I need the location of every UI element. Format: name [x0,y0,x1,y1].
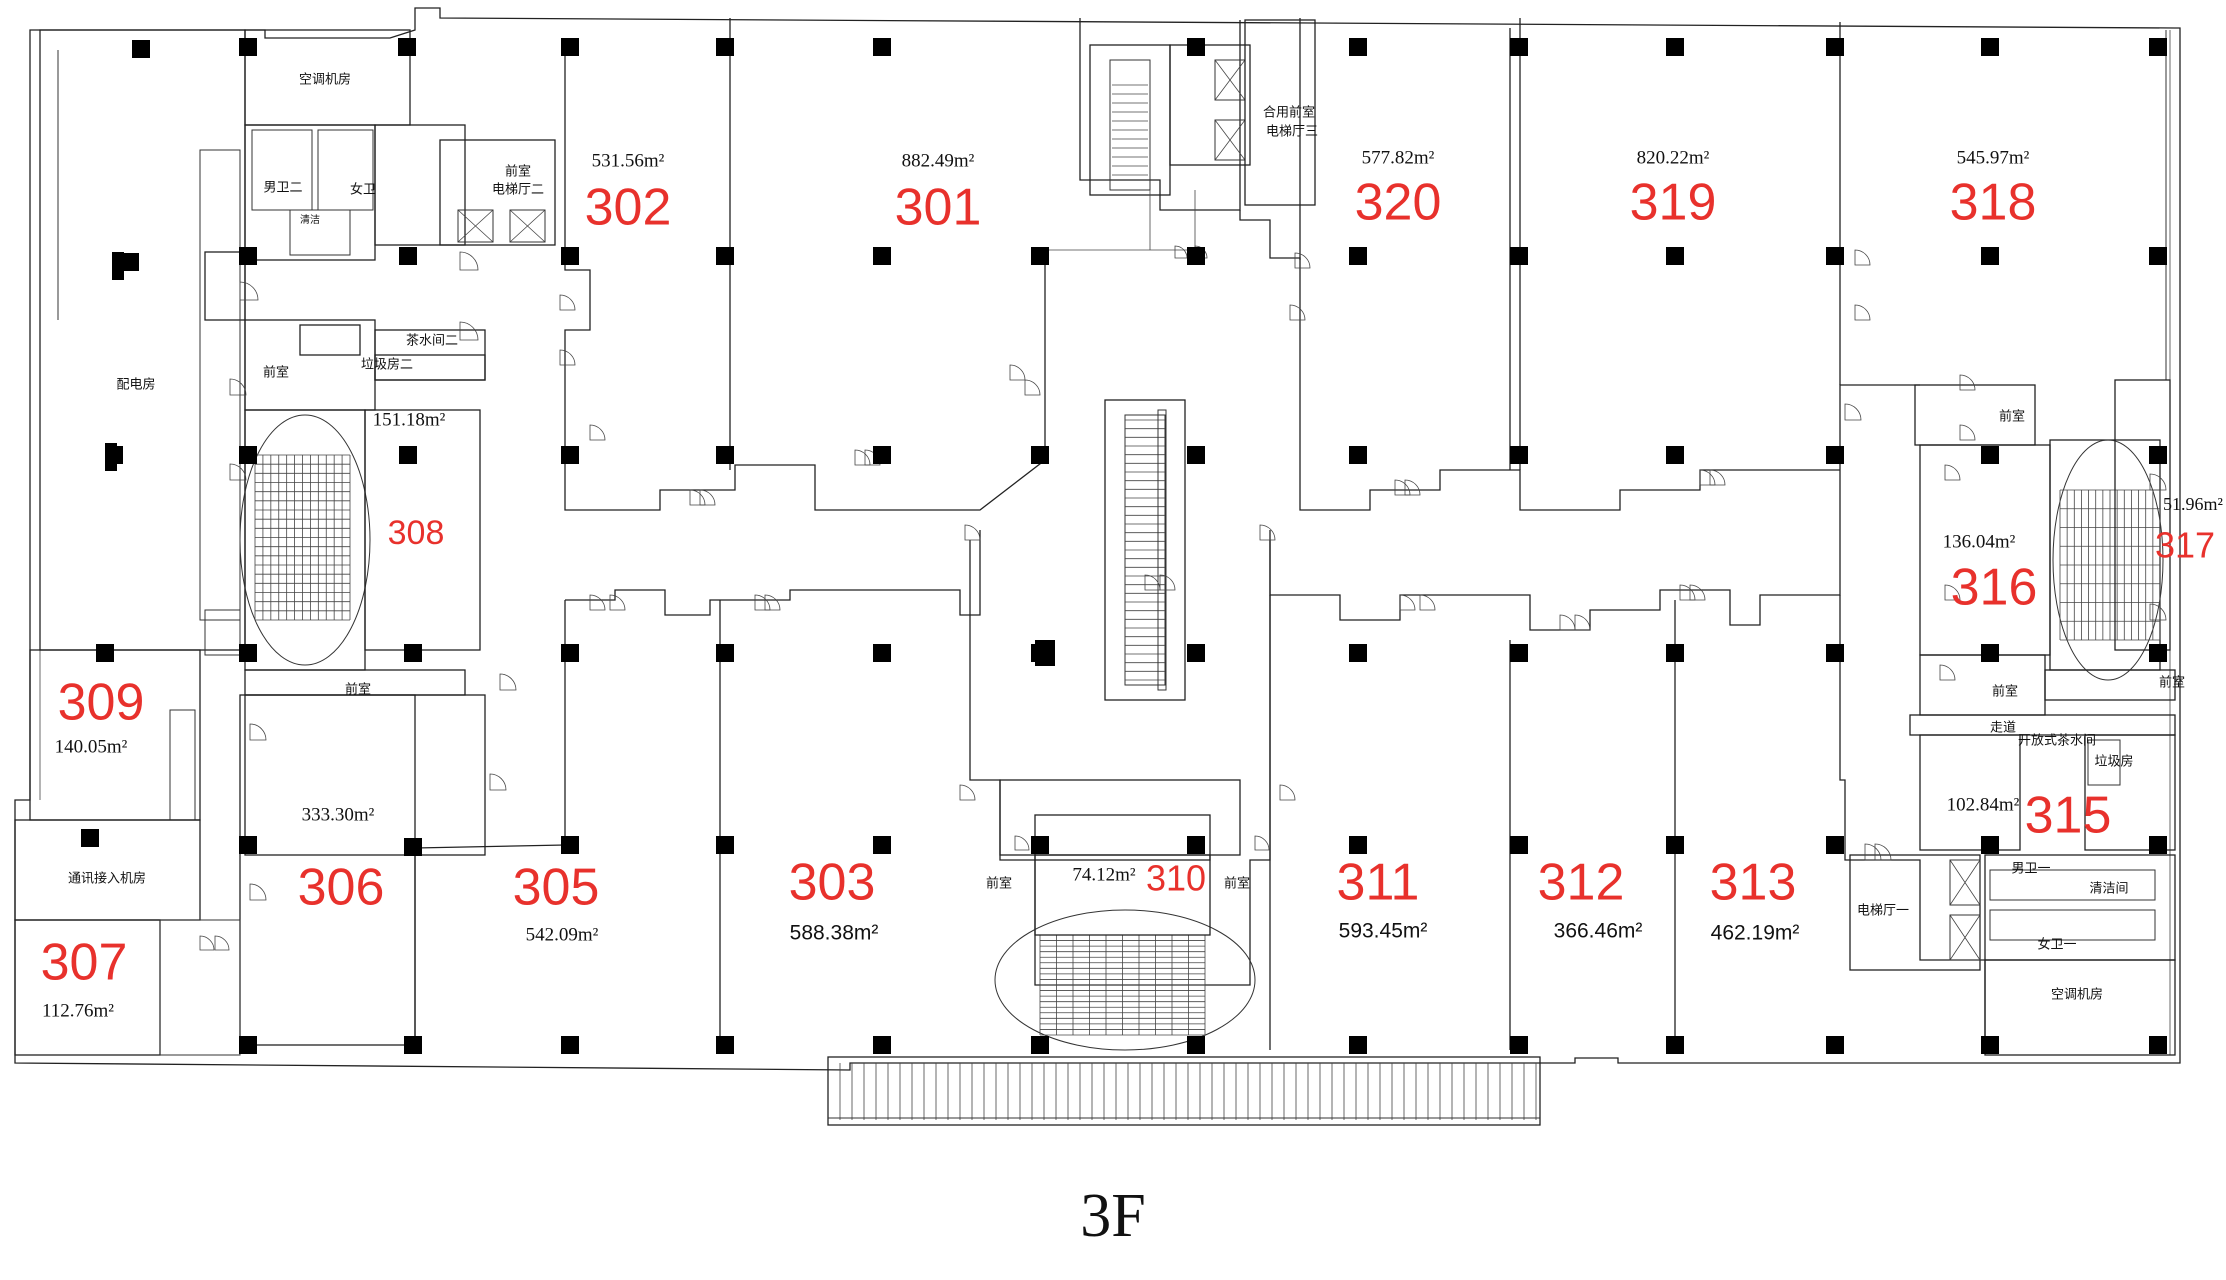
room-label: 前室 [345,682,371,698]
unit-303-number: 303 [789,854,876,912]
unit-315-area: 102.84m² [1947,794,2020,815]
terrace [827,1056,1541,1126]
unit-317-area: 51.96m² [2163,494,2223,514]
unit-308-number: 308 [388,514,445,552]
room-label: 前室 [263,365,289,381]
room-label: 垃圾房 [2094,754,2133,770]
unit-305-number: 305 [513,859,600,917]
unit-320-area: 577.82m² [1362,147,1435,168]
unit-311-area: 593.45m² [1339,920,1428,943]
unit-areas: 531.56m² 882.49m² 577.82m² 820.22m² 545.… [42,147,2223,1021]
room-label: 通讯接入机房 [68,871,146,887]
room-label: 前室 [2159,675,2185,691]
unit-313-number: 313 [1710,854,1797,912]
unit-306-number: 306 [298,859,385,917]
unit-315-number: 315 [2025,787,2112,845]
room-label: 女卫一 [2037,937,2076,953]
room-label: 前室 [986,876,1012,892]
room-label: 清洁 [300,213,320,226]
unit-303-area: 588.38m² [790,922,879,945]
unit-318-number: 318 [1950,174,2037,232]
unit-partitions [414,18,2176,1056]
unit-301-area: 882.49m² [902,150,975,171]
unit-307-area: 112.76m² [42,1000,114,1021]
unit-310-number: 310 [1146,858,1206,899]
room-label: 空调机房 [299,72,351,88]
room-label: 开放式茶水间 [2018,733,2096,749]
room-label: 前室 [1992,684,2018,700]
unit-305-area: 542.09m² [526,924,599,945]
room-label: 走道 [1990,721,2016,736]
unit-318-area: 545.97m² [1957,147,2030,168]
room-label: 茶水间二 [406,333,458,349]
unit-309-number: 309 [58,674,145,732]
room-label: 女卫 [350,182,376,198]
unit-316-number: 316 [1951,559,2038,617]
room-label: 合用前室 [1263,105,1315,121]
unit-308-area: 151.18m² [373,409,446,430]
room-label: 空调机房 [2051,987,2103,1003]
unit-317-number: 317 [2155,525,2215,566]
unit-319-area: 820.22m² [1637,147,1710,168]
room-label: 前室 [505,164,531,180]
unit-312-area: 366.46m² [1554,920,1643,943]
room-label: 清洁间 [2089,882,2128,897]
room-label: 配电房 [116,377,155,393]
unit-307-number: 307 [41,934,128,992]
unit-302-number: 302 [585,179,672,237]
structural-columns [81,38,2167,1054]
room-label: 电梯厅一 [1857,904,1909,919]
unit-309-area: 140.05m² [55,736,128,757]
room-label: 电梯厅三 [1266,125,1318,140]
unit-320-number: 320 [1355,174,1442,232]
unit-301-number: 301 [895,179,982,237]
unit-316-area: 136.04m² [1943,531,2016,552]
left-service-wing [14,29,556,1056]
unit-311-number: 311 [1337,854,1420,912]
room-label: 男卫二 [263,181,302,196]
room-label: 前室 [1999,409,2025,425]
room-label: 电梯厅二 [492,183,544,198]
unit-310-area: 74.12m² [1072,864,1136,885]
room-label: 垃圾房二 [361,357,413,373]
unit-numbers: 302 301 320 319 318 308 317 316 309 306 … [41,174,2215,992]
unit-302-area: 531.56m² [592,150,665,171]
room-label: 男卫一 [2011,862,2050,877]
unit-313-area: 462.19m² [1711,922,1800,945]
room-label: 前室 [1224,876,1250,892]
unit-319-number: 319 [1630,174,1717,232]
door-swings [199,245,2167,951]
floor-label: 3F [1080,1182,1145,1250]
unit-312-number: 312 [1538,854,1625,912]
room-labels: 空调机房 男卫二 女卫 前室 电梯厅二 合用前室 电梯厅三 配电房 茶水间二 前… [68,72,2185,1003]
unit-306-area: 333.30m² [302,804,375,825]
